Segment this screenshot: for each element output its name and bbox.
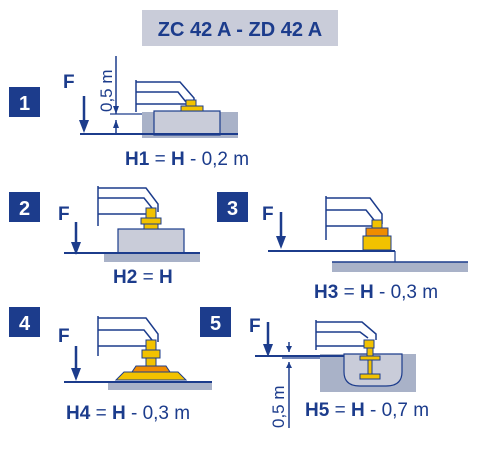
panel-2: 2 F H2 = H xyxy=(9,186,200,288)
panel-2-badge xyxy=(9,192,40,222)
panel-2-slab xyxy=(117,228,185,254)
panel-5-number: 5 xyxy=(210,313,221,335)
panel-5-badge xyxy=(200,307,231,337)
panel-2-force-arrow xyxy=(71,222,81,255)
title-box xyxy=(142,10,338,46)
panel-4-badge xyxy=(9,307,40,337)
panel-3-foot xyxy=(362,219,392,251)
panel-1-formula: H1 = H - 0,2 m xyxy=(125,149,249,170)
panel-1-dim-label: 0,5 m xyxy=(97,69,116,112)
panel-1-force-arrow xyxy=(79,96,89,133)
panel-5-foot xyxy=(359,339,381,380)
panel-2-ground xyxy=(104,252,200,262)
panel-5-formula: H5 = H - 0,7 m xyxy=(305,400,429,421)
panel-2-machine xyxy=(97,186,159,226)
panel-5-dim-label: 0,5 m xyxy=(269,385,288,428)
panel-4: 4 F H4 = H - 0,3 m xyxy=(9,307,212,424)
panel-4-force-arrow xyxy=(71,346,81,381)
panel-3: 3 F H3 = H - 0,3 m xyxy=(217,192,468,303)
panel-5: 5 F 0,5 m xyxy=(200,307,429,428)
panel-4-formula: H4 = H - 0,3 m xyxy=(66,403,190,424)
panel-1-badge xyxy=(9,87,40,117)
panel-3-formula: H3 = H - 0,3 m xyxy=(314,282,438,303)
panel-4-force-label: F xyxy=(58,326,70,347)
panel-5-force-arrow xyxy=(263,322,273,357)
panel-1-foot xyxy=(180,99,204,112)
panel-5-force-label: F xyxy=(249,316,261,337)
panel-1-number: 1 xyxy=(19,93,30,115)
title: ZC 42 A - ZD 42 A xyxy=(158,19,322,41)
panel-2-number: 2 xyxy=(19,198,30,220)
panel-4-machine xyxy=(97,316,159,356)
panel-3-ground xyxy=(332,262,468,272)
panel-3-number: 3 xyxy=(227,198,238,220)
panel-1-slab xyxy=(153,110,221,136)
panel-2-force-label: F xyxy=(58,204,70,225)
panel-3-machine xyxy=(325,196,383,240)
panel-3-badge xyxy=(217,192,248,222)
panel-4-foot xyxy=(114,339,188,381)
panel-3-force-arrow xyxy=(276,212,286,249)
panel-2-foot xyxy=(140,207,162,230)
panel-2-formula: H2 = H xyxy=(113,267,173,288)
panel-5-machine xyxy=(315,320,377,350)
panel-1: 1 F 0,5 m H1 = xyxy=(9,56,249,170)
panel-3-force-label: F xyxy=(262,204,274,225)
panel-1-force-label: F xyxy=(63,72,75,93)
panel-4-ground xyxy=(108,382,212,390)
panel-4-number: 4 xyxy=(19,313,31,335)
panel-5-pit xyxy=(343,353,403,387)
